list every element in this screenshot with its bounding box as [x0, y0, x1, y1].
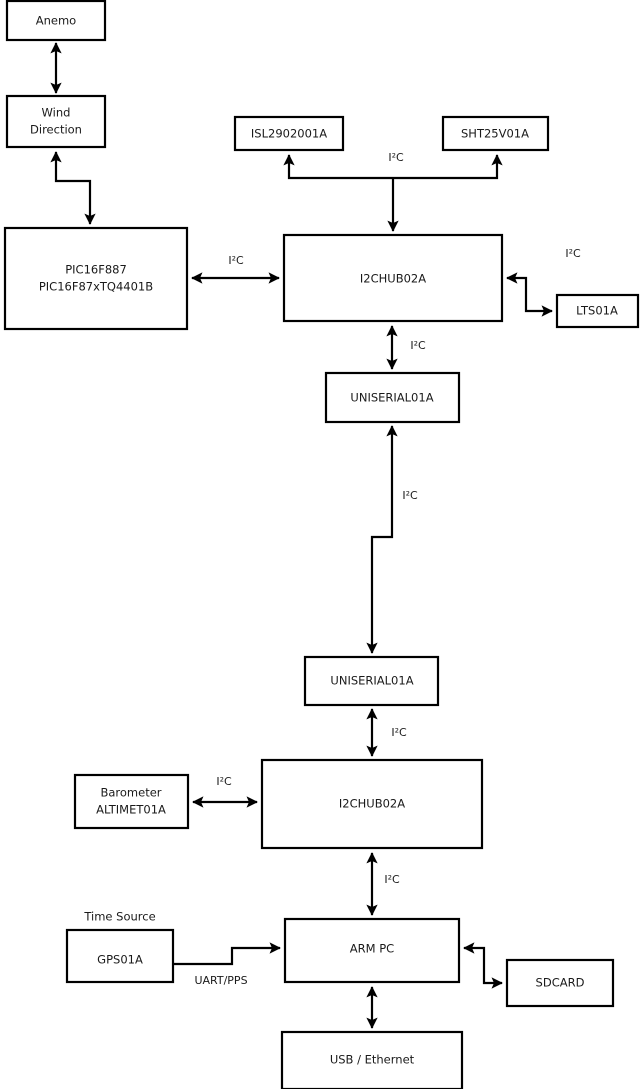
node-box[interactable]	[324, 371, 461, 424]
node-label-hub-bottom: I2CHUB02A	[339, 797, 405, 811]
node-box[interactable]	[303, 655, 440, 707]
edge-hub-uniserial-top: I²C	[386, 325, 426, 370]
node-box[interactable]	[282, 233, 504, 323]
node-label-pic-line2: PIC16F87xTQ4401B	[39, 280, 153, 294]
edge-line	[173, 942, 281, 966]
edge-gps-armpc: UART/PPS	[173, 942, 281, 987]
node-lts01a[interactable]: LTS01A	[555, 293, 640, 329]
node-box[interactable]	[280, 1030, 464, 1089]
node-sht25v01a[interactable]: SHT25V01A	[441, 115, 550, 152]
node-label-anemo: Anemo	[36, 14, 76, 28]
node-label-barometer-line1: Barometer	[100, 786, 161, 800]
node-box[interactable]	[283, 917, 461, 984]
node-usb-ethernet[interactable]: USB / Ethernet	[280, 1030, 464, 1089]
edge-label-gps-armpc: UART/PPS	[194, 974, 247, 987]
edge-hub-bot-armpc: I²C	[366, 852, 400, 916]
free-label-layer: Time Source	[83, 910, 155, 924]
node-sdcard[interactable]: SDCARD	[505, 958, 615, 1008]
edge-label-uniserial-uniserial: I²C	[402, 489, 418, 502]
edge-label-barometer-hub: I²C	[216, 775, 232, 788]
edge-layer: I²C I²C I²C I²C I²C	[50, 42, 581, 1029]
node-box[interactable]	[233, 115, 345, 152]
node-uniserial01a-bottom[interactable]: UNISERIAL01A	[303, 655, 440, 707]
node-label-wind-line1: Wind	[42, 106, 71, 120]
node-label-usb-ethernet: USB / Ethernet	[330, 1053, 415, 1067]
edge-label-uniserial-hub-bot: I²C	[391, 726, 407, 739]
edge-line	[50, 151, 96, 225]
node-label-wind-line2: Direction	[30, 123, 82, 137]
node-gps01a[interactable]: GPS01A	[65, 928, 175, 984]
edge-label-hub-lts: I²C	[565, 247, 581, 260]
node-arm-pc[interactable]: ARM PC	[283, 917, 461, 984]
node-label-gps: GPS01A	[97, 953, 143, 967]
edge-barometer-hub-bot: I²C	[192, 775, 258, 808]
node-box[interactable]	[65, 928, 175, 984]
node-box[interactable]	[555, 293, 640, 329]
node-anemo[interactable]: Anemo	[5, 0, 107, 42]
edge-line	[366, 425, 398, 654]
node-label-lts: LTS01A	[576, 304, 618, 318]
edge-pic-hub: I²C	[191, 254, 280, 284]
node-uniserial01a-top[interactable]: UNISERIAL01A	[324, 371, 461, 424]
edge-label-hub-sensors: I²C	[388, 151, 404, 164]
node-label-sdcard: SDCARD	[536, 976, 585, 990]
node-box[interactable]	[441, 115, 550, 152]
node-box[interactable]	[505, 958, 615, 1008]
edge-uniserial-hub-bot: I²C	[366, 708, 407, 757]
edge-hub-lts: I²C	[506, 247, 581, 317]
node-box[interactable]	[3, 226, 189, 331]
node-box[interactable]	[5, 94, 107, 149]
edge-label-hub-uniserial: I²C	[410, 339, 426, 352]
label-time-source: Time Source	[83, 910, 155, 924]
node-box[interactable]	[260, 758, 484, 850]
edge-armpc-sdcard	[463, 942, 503, 989]
edge-label-hub-armpc: I²C	[384, 873, 400, 886]
node-layer: Anemo Wind Direction PIC16F887 PIC16F87x…	[3, 0, 640, 1089]
node-label-barometer-line2: ALTIMET01A	[96, 803, 166, 817]
node-label-uniserial-top: UNISERIAL01A	[350, 391, 433, 405]
node-isl2902001a[interactable]: ISL2902001A	[233, 115, 345, 152]
edge-wind-pic	[50, 151, 96, 225]
node-label-isl: ISL2902001A	[251, 127, 327, 141]
edge-uniserial-uniserial: I²C	[366, 425, 418, 654]
node-barometer-altimet01a[interactable]: Barometer ALTIMET01A	[73, 773, 190, 830]
node-label-armpc: ARM PC	[350, 942, 394, 956]
node-i2chub02a-bottom[interactable]: I2CHUB02A	[260, 758, 484, 850]
node-wind-direction[interactable]: Wind Direction	[5, 94, 107, 149]
edge-line	[506, 272, 553, 317]
node-label-pic-line1: PIC16F887	[65, 263, 127, 277]
node-box[interactable]	[5, 0, 107, 42]
edge-label-pic-hub: I²C	[228, 254, 244, 267]
node-box[interactable]	[73, 773, 190, 830]
node-label-uniserial-bottom: UNISERIAL01A	[330, 674, 413, 688]
node-label-hub-top: I2CHUB02A	[360, 272, 426, 286]
node-pic-mcu[interactable]: PIC16F887 PIC16F87xTQ4401B	[3, 226, 189, 331]
edge-line	[463, 942, 503, 989]
edge-hub-sensors-bus: I²C	[283, 151, 503, 232]
node-label-sht: SHT25V01A	[461, 127, 529, 141]
node-i2chub02a-top[interactable]: I2CHUB02A	[282, 233, 504, 323]
